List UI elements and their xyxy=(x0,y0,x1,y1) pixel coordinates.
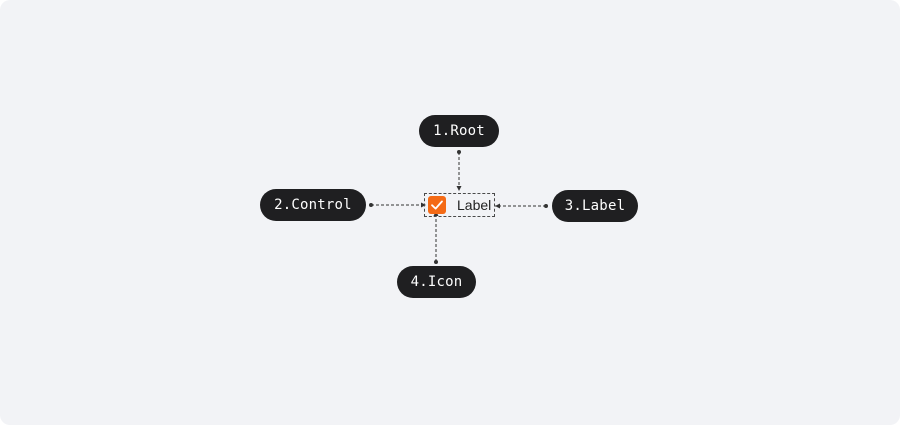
connector-control xyxy=(369,202,426,208)
connector-icon xyxy=(433,211,439,264)
part-root-pill: 1.Root xyxy=(419,115,499,147)
checkmark-icon xyxy=(431,200,443,210)
checkbox-label: Label xyxy=(457,197,492,213)
connector-label xyxy=(495,203,548,209)
connector-root xyxy=(456,150,462,191)
part-label-pill: 3.Label xyxy=(552,190,638,222)
checkbox-root xyxy=(424,193,495,217)
part-icon-pill: 4.Icon xyxy=(397,266,476,298)
checkbox-control[interactable] xyxy=(428,196,446,214)
part-control-pill: 2.Control xyxy=(260,189,366,221)
